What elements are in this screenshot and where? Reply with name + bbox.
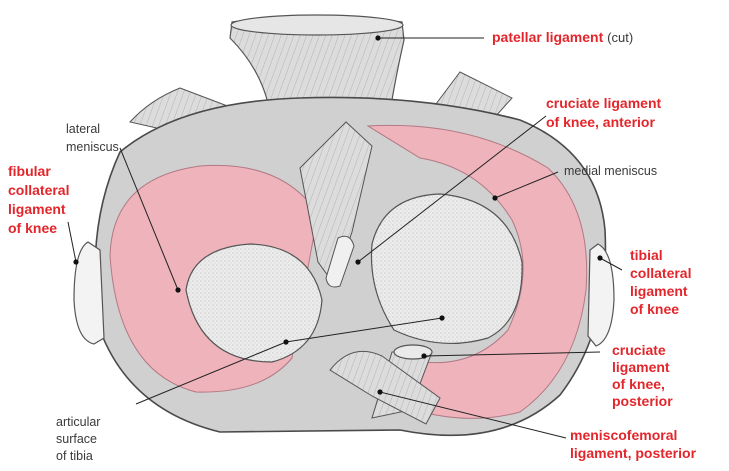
label-medial-meniscus: medial meniscus — [564, 162, 657, 181]
label-fibular-collateral: fibular collateral ligament of knee — [8, 162, 69, 238]
patellar-ligament-cut-surface — [231, 15, 403, 35]
label-cruciate-posterior: cruciate ligament of knee, posterior — [612, 342, 673, 410]
fibular-collateral-tab — [74, 242, 104, 344]
label-patellar-ligament: patellar ligament (cut) — [492, 28, 633, 47]
patellar-ligament-text: patellar ligament — [492, 29, 603, 45]
label-cruciate-anterior: cruciate ligament of knee, anterior — [546, 94, 661, 132]
label-tibial-collateral: tibial collateral ligament of knee — [630, 246, 691, 318]
label-articular-surface: articular surface of tibia — [56, 414, 100, 465]
label-lateral-meniscus: lateral meniscus — [66, 120, 119, 156]
patellar-ligament-suffix: (cut) — [607, 30, 633, 45]
label-meniscofemoral: meniscofemoral ligament, posterior — [570, 426, 696, 462]
